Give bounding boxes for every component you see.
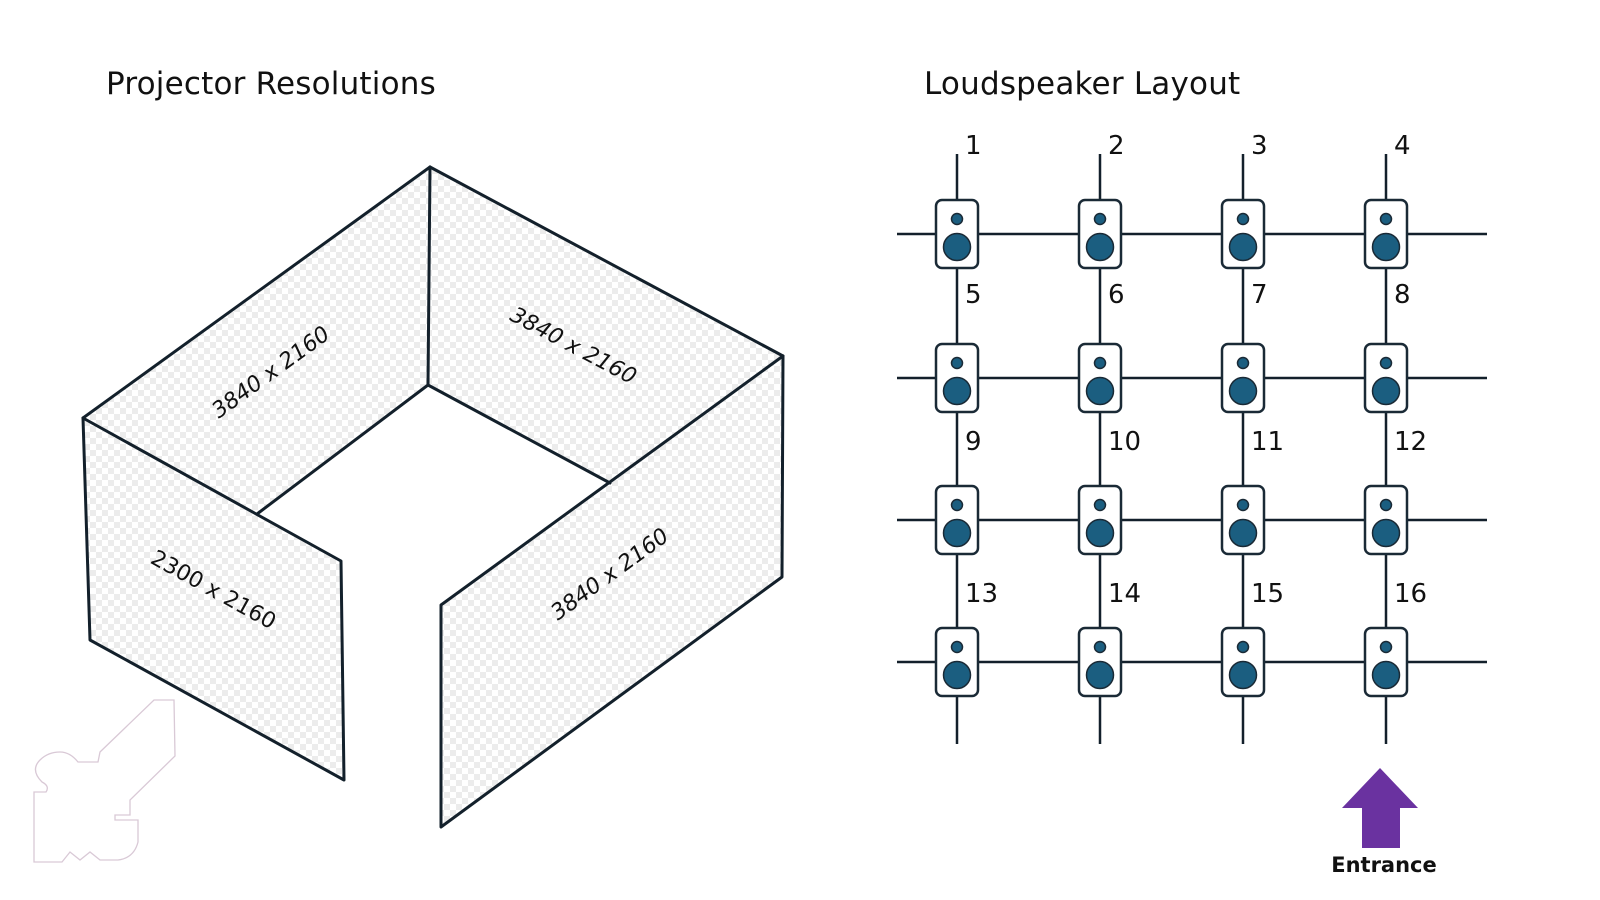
speaker-woofer bbox=[942, 518, 972, 548]
edge-front-right bbox=[439, 354, 785, 829]
speaker-woofer bbox=[1085, 232, 1115, 262]
speaker-woofer bbox=[1085, 518, 1115, 548]
channel-label: 4 bbox=[1394, 131, 1411, 161]
loudspeaker-icon bbox=[1220, 198, 1266, 270]
channel-label: 6 bbox=[1108, 280, 1125, 310]
speaker-tweeter bbox=[1379, 640, 1393, 654]
speaker-tweeter bbox=[950, 356, 964, 370]
channel-label: 9 bbox=[965, 427, 982, 457]
speaker-tweeter bbox=[1093, 640, 1107, 654]
loudspeaker-icon bbox=[1220, 626, 1266, 698]
edge-floor-right bbox=[426, 383, 612, 485]
edge-front-left bbox=[81, 416, 346, 782]
channel-label: 8 bbox=[1394, 280, 1411, 310]
channel-label: 2 bbox=[1108, 131, 1125, 161]
speaker-tweeter bbox=[1236, 356, 1250, 370]
channel-label: 12 bbox=[1394, 427, 1427, 457]
speaker-tweeter bbox=[1379, 498, 1393, 512]
channel-label: 13 bbox=[965, 579, 998, 609]
entrance-label: Entrance bbox=[1331, 853, 1437, 877]
loudspeaker-icon bbox=[934, 342, 980, 414]
speaker-tweeter bbox=[1236, 498, 1250, 512]
loudspeaker-icon bbox=[1077, 342, 1123, 414]
speaker-woofer bbox=[1371, 376, 1401, 406]
projector-screens: 3840 x 2160 3840 x 2160 2300 x 2160 3840… bbox=[81, 165, 785, 829]
speaker-tweeter bbox=[1379, 356, 1393, 370]
speaker-woofer bbox=[942, 376, 972, 406]
loudspeaker-icon bbox=[1363, 342, 1409, 414]
channel-label: 14 bbox=[1108, 579, 1141, 609]
logo-outline-icon bbox=[33, 699, 176, 863]
speaker-tweeter bbox=[1236, 640, 1250, 654]
channel-label: 7 bbox=[1251, 280, 1268, 310]
loudspeaker-icon bbox=[934, 484, 980, 556]
loudspeaker-icon bbox=[1363, 198, 1409, 270]
channel-label: 15 bbox=[1251, 579, 1284, 609]
speaker-tweeter bbox=[1093, 356, 1107, 370]
speaker-tweeter bbox=[1093, 498, 1107, 512]
speaker-woofer bbox=[1371, 518, 1401, 548]
channel-label: 10 bbox=[1108, 427, 1141, 457]
screen-back-right bbox=[428, 167, 783, 483]
speaker-tweeter bbox=[1379, 212, 1393, 226]
loudspeaker-icon bbox=[1220, 342, 1266, 414]
up-arrow-icon bbox=[1342, 768, 1418, 848]
speaker-woofer bbox=[1228, 232, 1258, 262]
speaker-tweeter bbox=[1236, 212, 1250, 226]
edge-back-left-top bbox=[81, 165, 432, 420]
speaker-woofer bbox=[1228, 518, 1258, 548]
loudspeaker-icon bbox=[1077, 198, 1123, 270]
screen-front-left bbox=[83, 418, 344, 780]
loudspeaker-icon bbox=[934, 198, 980, 270]
projector-resolutions-title: Projector Resolutions bbox=[106, 66, 436, 102]
loudspeaker-icon bbox=[1077, 484, 1123, 556]
edge-back-corner bbox=[426, 165, 432, 387]
speaker-woofer bbox=[1085, 660, 1115, 690]
speaker-woofer bbox=[1228, 376, 1258, 406]
loudspeaker-icon bbox=[934, 626, 980, 698]
speaker-tweeter bbox=[1093, 212, 1107, 226]
speaker-tweeter bbox=[950, 212, 964, 226]
speaker-woofer bbox=[942, 232, 972, 262]
loudspeaker-icon bbox=[1077, 626, 1123, 698]
speaker-woofer bbox=[1228, 660, 1258, 690]
screen-front-right bbox=[441, 356, 783, 827]
speaker-woofer bbox=[1371, 660, 1401, 690]
channel-label: 11 bbox=[1251, 427, 1284, 457]
channel-label: 16 bbox=[1394, 579, 1427, 609]
loudspeaker-icon bbox=[1363, 484, 1409, 556]
screen-back-left bbox=[83, 167, 430, 514]
speaker-woofer bbox=[1085, 376, 1115, 406]
loudspeaker-layout-title: Loudspeaker Layout bbox=[924, 66, 1241, 102]
edge-back-right-top bbox=[428, 165, 785, 358]
loudspeaker-icon bbox=[1363, 626, 1409, 698]
edge-floor-left bbox=[255, 383, 430, 516]
loudspeaker-icon bbox=[1220, 484, 1266, 556]
speaker-woofer bbox=[1371, 232, 1401, 262]
channel-label: 1 bbox=[965, 131, 982, 161]
channel-label: 5 bbox=[965, 280, 982, 310]
channel-label: 3 bbox=[1251, 131, 1268, 161]
speaker-tweeter bbox=[950, 640, 964, 654]
speaker-woofer bbox=[942, 660, 972, 690]
speaker-tweeter bbox=[950, 498, 964, 512]
